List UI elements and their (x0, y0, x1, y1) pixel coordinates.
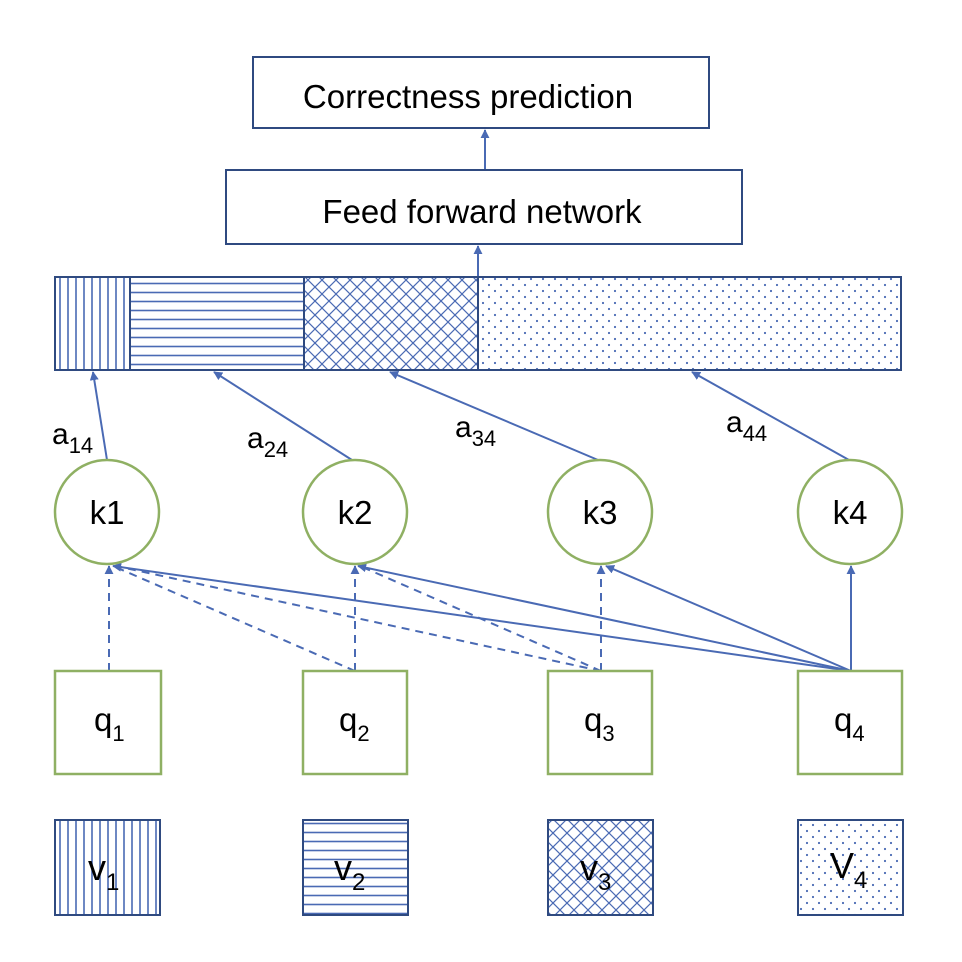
arrow-k2-to-bar (213, 371, 353, 461)
svg-text:k3: k3 (583, 494, 618, 531)
svg-text:k2: k2 (338, 494, 373, 531)
query-node-q2: q2 (301, 669, 409, 776)
arrow-k1-to-bar (89, 371, 108, 461)
weight-label-a34: a34 (455, 411, 496, 451)
weight-label-a14: a14 (52, 418, 93, 458)
key-node-k1: k1 (53, 458, 161, 566)
svg-text:a14: a14 (52, 418, 93, 458)
svg-text:v2: v2 (334, 847, 365, 896)
svg-text:q4: q4 (834, 701, 865, 746)
svg-text:q1: q1 (94, 701, 125, 746)
key-node-k4: k4 (796, 458, 904, 566)
svg-text:a24: a24 (247, 422, 288, 462)
bar-segment-v1 (55, 277, 130, 370)
svg-text:a34: a34 (455, 411, 496, 451)
key-node-k3: k3 (546, 458, 654, 566)
svg-text:V4: V4 (830, 845, 867, 894)
key-node-k2: k2 (301, 458, 409, 566)
bar-segment-v2 (130, 277, 304, 370)
value-node-v1: v1 (54, 819, 161, 916)
svg-text:k1: k1 (90, 494, 125, 531)
bar-segment-v3 (304, 277, 478, 370)
value-node-v4: V4 (797, 819, 904, 916)
svg-text:v1: v1 (88, 847, 119, 896)
weight-label-a24: a24 (247, 422, 288, 462)
arrow-k3-to-bar (389, 371, 599, 461)
feed-forward-network-label: Feed forward network (322, 193, 642, 230)
svg-text:q3: q3 (584, 701, 615, 746)
svg-text:v3: v3 (580, 847, 611, 896)
query-node-q1: q1 (53, 669, 163, 776)
svg-text:a44: a44 (726, 406, 767, 446)
svg-text:q2: q2 (339, 701, 370, 746)
query-node-q4: q4 (796, 669, 904, 776)
weight-label-a44: a44 (726, 406, 767, 446)
value-node-v3: v3 (547, 819, 654, 916)
weighted-sum-bar (54, 276, 902, 371)
query-key-connections (104, 562, 856, 672)
svg-text:k4: k4 (833, 494, 868, 531)
arrow-k4-to-bar (691, 371, 850, 461)
feed-forward-network-box: Feed forward network (225, 169, 743, 245)
correctness-prediction-box: Correctness prediction (252, 56, 710, 129)
correctness-prediction-label: Correctness prediction (303, 78, 633, 115)
query-node-q3: q3 (546, 669, 654, 776)
bar-segment-v4 (478, 277, 901, 370)
value-node-v2: v2 (302, 819, 409, 916)
